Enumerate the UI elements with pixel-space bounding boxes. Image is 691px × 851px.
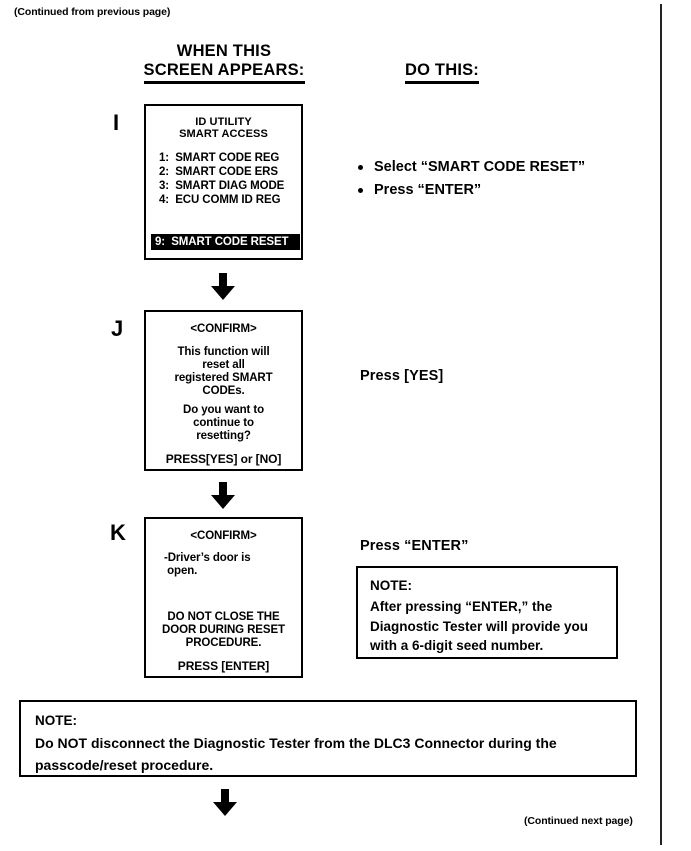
screen-j-body1-line1: This function will	[177, 346, 270, 358]
screen-i-menu-item-2[interactable]: 2: SMART CODE ERS	[159, 166, 278, 178]
tester-screen-i: ID UTILITY SMART ACCESS 1: SMART CODE RE…	[144, 104, 303, 260]
bullet-dot-icon	[358, 188, 363, 193]
step-i-action-2: Press “ENTER”	[358, 179, 585, 202]
screen-k-warning-line-2: DOOR DURING RESET	[162, 624, 285, 636]
screen-j-body2-line3: resetting?	[196, 430, 251, 442]
screen-k-warning-line-3: PROCEDURE.	[185, 637, 262, 649]
screen-j-body1-line4: CODEs.	[202, 385, 245, 397]
tester-screen-j: <CONFIRM> This function will reset all r…	[144, 310, 303, 471]
step-i-action-2-label: Press “ENTER”	[374, 182, 482, 198]
note-box-do-not-disconnect-line-1: Do NOT disconnect the Diagnostic Tester …	[35, 735, 557, 751]
step-letter-i: I	[113, 110, 120, 135]
heading-line-2: SCREEN APPEARS:	[143, 61, 305, 84]
screen-i-title-line-1: ID UTILITY	[195, 116, 252, 128]
bullet-dot-icon	[358, 165, 363, 170]
screen-k-body-line-2: open.	[164, 565, 198, 577]
note-box-seed-number-label: NOTE:	[370, 578, 412, 593]
note-box-seed-number-line-2: Diagnostic Tester will provide you	[370, 618, 589, 634]
arrow-down-icon	[211, 273, 235, 300]
screen-k-body-line-1: -Driver’s door is	[164, 552, 251, 564]
continued-from-previous-page-label: (Continued from previous page)	[14, 6, 171, 18]
screen-j-body1-line2: reset all	[202, 359, 245, 371]
screen-k-warning-line-1: DO NOT CLOSE THE	[167, 611, 280, 623]
screen-i-menu-item-9-selected[interactable]: 9: SMART CODE RESET	[151, 234, 300, 250]
step-i-action-1-label: Select “SMART CODE RESET”	[374, 159, 586, 175]
step-k-action-label: Press “ENTER”	[360, 538, 469, 554]
step-i-actions: Select “SMART CODE RESET” Press “ENTER”	[358, 156, 585, 202]
step-letter-j: J	[111, 316, 124, 341]
step-letter-k: K	[110, 520, 126, 545]
tester-screen-k: <CONFIRM> -Driver’s door is open. DO NOT…	[144, 517, 303, 678]
screen-i-menu-item-4[interactable]: 4: ECU COMM ID REG	[159, 194, 281, 206]
note-box-do-not-disconnect-line-2: passcode/reset procedure.	[35, 757, 214, 773]
note-box-do-not-disconnect: NOTE: Do NOT disconnect the Diagnostic T…	[19, 700, 637, 777]
note-box-seed-number-line-1: After pressing “ENTER,” the	[370, 599, 553, 614]
step-j-action-label: Press [YES]	[360, 368, 444, 384]
note-box-do-not-disconnect-label: NOTE:	[35, 713, 77, 728]
note-box-seed-number: NOTE: After pressing “ENTER,” the Diagno…	[356, 566, 618, 659]
screen-j-body2-line1: Do you want to	[182, 404, 264, 416]
screen-i-menu-item-3[interactable]: 3: SMART DIAG MODE	[159, 180, 285, 192]
screen-j-footer-prompt[interactable]: PRESS[YES] or [NO]	[165, 452, 282, 466]
continued-next-page-label: (Continued next page)	[524, 815, 633, 827]
column-heading-when-this-screen-appears: WHEN THIS SCREEN APPEARS:	[124, 42, 324, 84]
screen-j-body1-line3: registered SMART	[174, 372, 273, 384]
note-box-seed-number-line-3: with a 6-digit seed number.	[370, 638, 544, 653]
arrow-down-icon	[211, 482, 235, 509]
column-heading-do-this: DO THIS:	[372, 61, 512, 84]
screen-k-title: <CONFIRM>	[190, 530, 257, 542]
heading-do-this-line: DO THIS:	[404, 61, 479, 84]
step-i-action-1: Select “SMART CODE RESET”	[358, 156, 585, 179]
heading-line-1: WHEN THIS	[176, 42, 272, 60]
screen-j-title: <CONFIRM>	[190, 323, 257, 335]
screen-k-footer-prompt[interactable]: PRESS [ENTER]	[177, 659, 270, 673]
screen-i-menu-item-1[interactable]: 1: SMART CODE REG	[159, 152, 280, 164]
arrow-down-icon	[213, 789, 237, 816]
screen-j-body2-line2: continue to	[193, 417, 254, 429]
screen-i-title-line-2: SMART ACCESS	[179, 128, 268, 140]
page-margin-rule	[660, 4, 662, 845]
